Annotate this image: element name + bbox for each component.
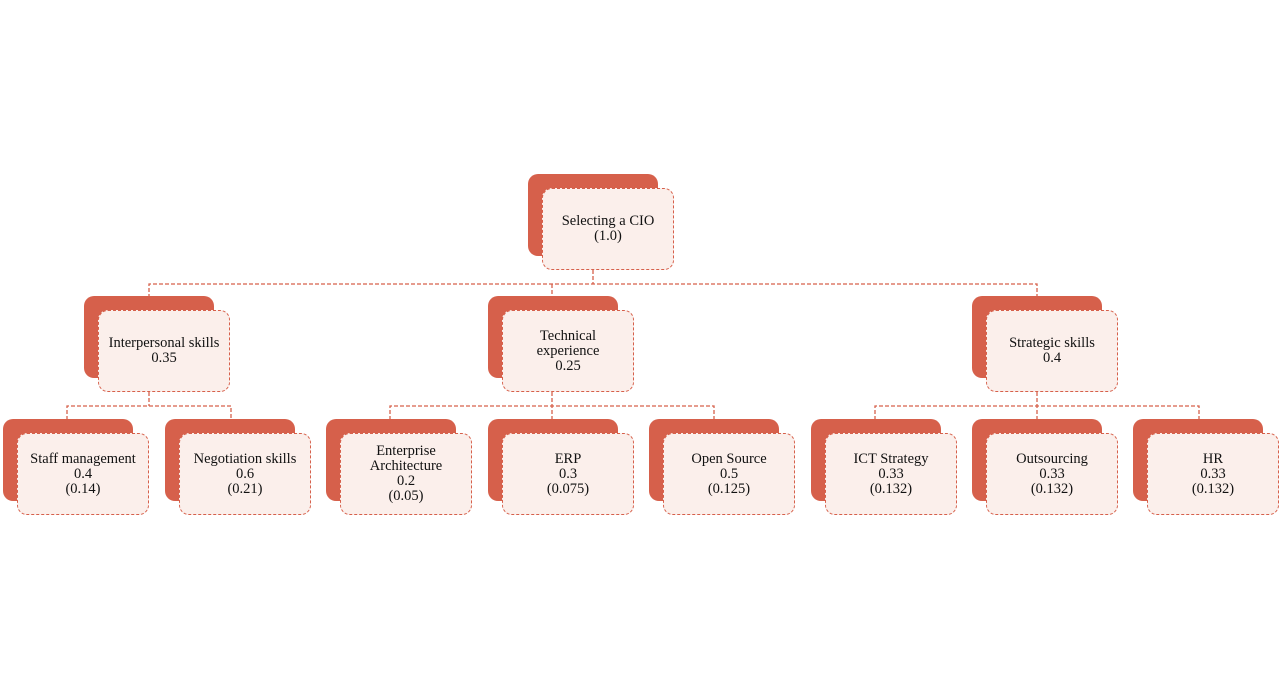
criterion-label: Interpersonal skills (108, 335, 220, 351)
subcriterion-label: Enterprise Architecture (369, 443, 443, 474)
node-card: Selecting a CIO (1.0) (542, 188, 674, 270)
connector-strategic-bus (874, 405, 1200, 420)
criterion-weight: 0.25 (555, 357, 581, 374)
root-weight: (1.0) (594, 228, 622, 244)
subcriterion-weight: 0.33 (1039, 465, 1065, 482)
subcriterion-label: HR (1202, 450, 1224, 467)
subcriterion-global-weight: (0.21) (227, 480, 263, 497)
subcriterion-weight: 0.6 (235, 465, 255, 482)
node-card: Strategic skills 0.4 (986, 310, 1118, 392)
subcriterion-global-weight: (0.125) (707, 480, 751, 497)
criterion-label: Strategic skills (1009, 335, 1095, 351)
criterion-weight: 0.35 (151, 350, 177, 366)
node-card: Negotiation skills 0.6 (0.21) (179, 433, 311, 515)
root-label: Selecting a CIO (561, 213, 655, 229)
subcriterion-label: ERP (554, 450, 582, 467)
node-card: Staff management 0.4 (0.14) (17, 433, 149, 515)
subcriterion-label: ICT Strategy (853, 450, 929, 467)
connector-level1-bus (148, 283, 1038, 298)
subcriterion-global-weight: (0.05) (388, 488, 424, 504)
subcriterion-label: Outsourcing (1016, 450, 1088, 467)
node-card: Outsourcing 0.33 (0.132) (986, 433, 1118, 515)
subcriterion-global-weight: (0.132) (869, 480, 913, 497)
connector-technical-bus (389, 405, 715, 420)
criterion-weight: 0.4 (1042, 350, 1062, 366)
connector-interpersonal-bus (66, 405, 232, 420)
node-card: HR 0.33 (0.132) (1147, 433, 1279, 515)
node-card: Interpersonal skills 0.35 (98, 310, 230, 392)
subcriterion-global-weight: (0.132) (1030, 480, 1074, 497)
subcriterion-weight: 0.3 (558, 465, 578, 482)
subcriterion-label: Open Source (691, 450, 767, 467)
subcriterion-weight: 0.4 (73, 465, 93, 482)
subcriterion-weight: 0.33 (878, 465, 904, 482)
subcriterion-label: Negotiation skills (193, 450, 297, 467)
subcriterion-global-weight: (0.075) (546, 480, 590, 497)
node-card: ERP 0.3 (0.075) (502, 433, 634, 515)
node-card: ICT Strategy 0.33 (0.132) (825, 433, 957, 515)
node-card: Open Source 0.5 (0.125) (663, 433, 795, 515)
node-card: Technical experience 0.25 (502, 310, 634, 392)
subcriterion-weight: 0.2 (396, 473, 416, 489)
subcriterion-weight: 0.5 (719, 465, 739, 482)
criterion-label: Technical experience (536, 327, 600, 359)
subcriterion-global-weight: (0.132) (1191, 480, 1235, 497)
subcriterion-label: Staff management (30, 450, 136, 467)
subcriterion-weight: 0.33 (1200, 465, 1226, 482)
node-card: Enterprise Architecture 0.2 (0.05) (340, 433, 472, 515)
subcriterion-global-weight: (0.14) (65, 480, 101, 497)
